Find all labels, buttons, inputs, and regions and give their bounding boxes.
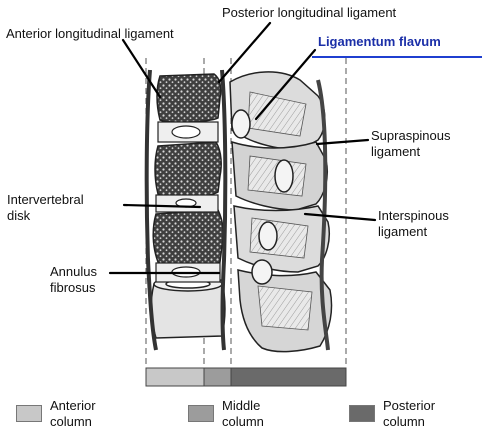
intervertebral-disks bbox=[155, 121, 221, 283]
label-anterior-longitudinal-ligament: Anterior longitudinal ligament bbox=[6, 26, 174, 41]
column-bar bbox=[145, 367, 347, 387]
label-interspinous-ligament: Interspinous ligament bbox=[378, 208, 449, 239]
anterior-ligament-band bbox=[144, 69, 158, 351]
legend-label-posterior: Posterior column bbox=[383, 398, 436, 429]
legend-swatch-posterior bbox=[349, 405, 375, 422]
legend-swatch-anterior bbox=[16, 405, 42, 422]
label-supraspinous-ligament: Supraspinous ligament bbox=[371, 128, 451, 159]
posterior-elements bbox=[229, 71, 333, 353]
label-intervertebral-disk: Intervertebral disk bbox=[7, 192, 84, 223]
leader-lines bbox=[108, 21, 377, 275]
legend-swatch-middle bbox=[188, 405, 214, 422]
label-annulus-fibrosus: Annulus fibrosus bbox=[50, 264, 97, 295]
label-ligamentum-flavum: Ligamentum flavum bbox=[318, 34, 441, 49]
legend-label-anterior: Anterior column bbox=[50, 398, 96, 429]
label-posterior-longitudinal-ligament: Posterior longitudinal ligament bbox=[222, 5, 397, 20]
posterior-ligament-band bbox=[220, 69, 228, 351]
legend-label-middle: Middle column bbox=[222, 398, 264, 429]
